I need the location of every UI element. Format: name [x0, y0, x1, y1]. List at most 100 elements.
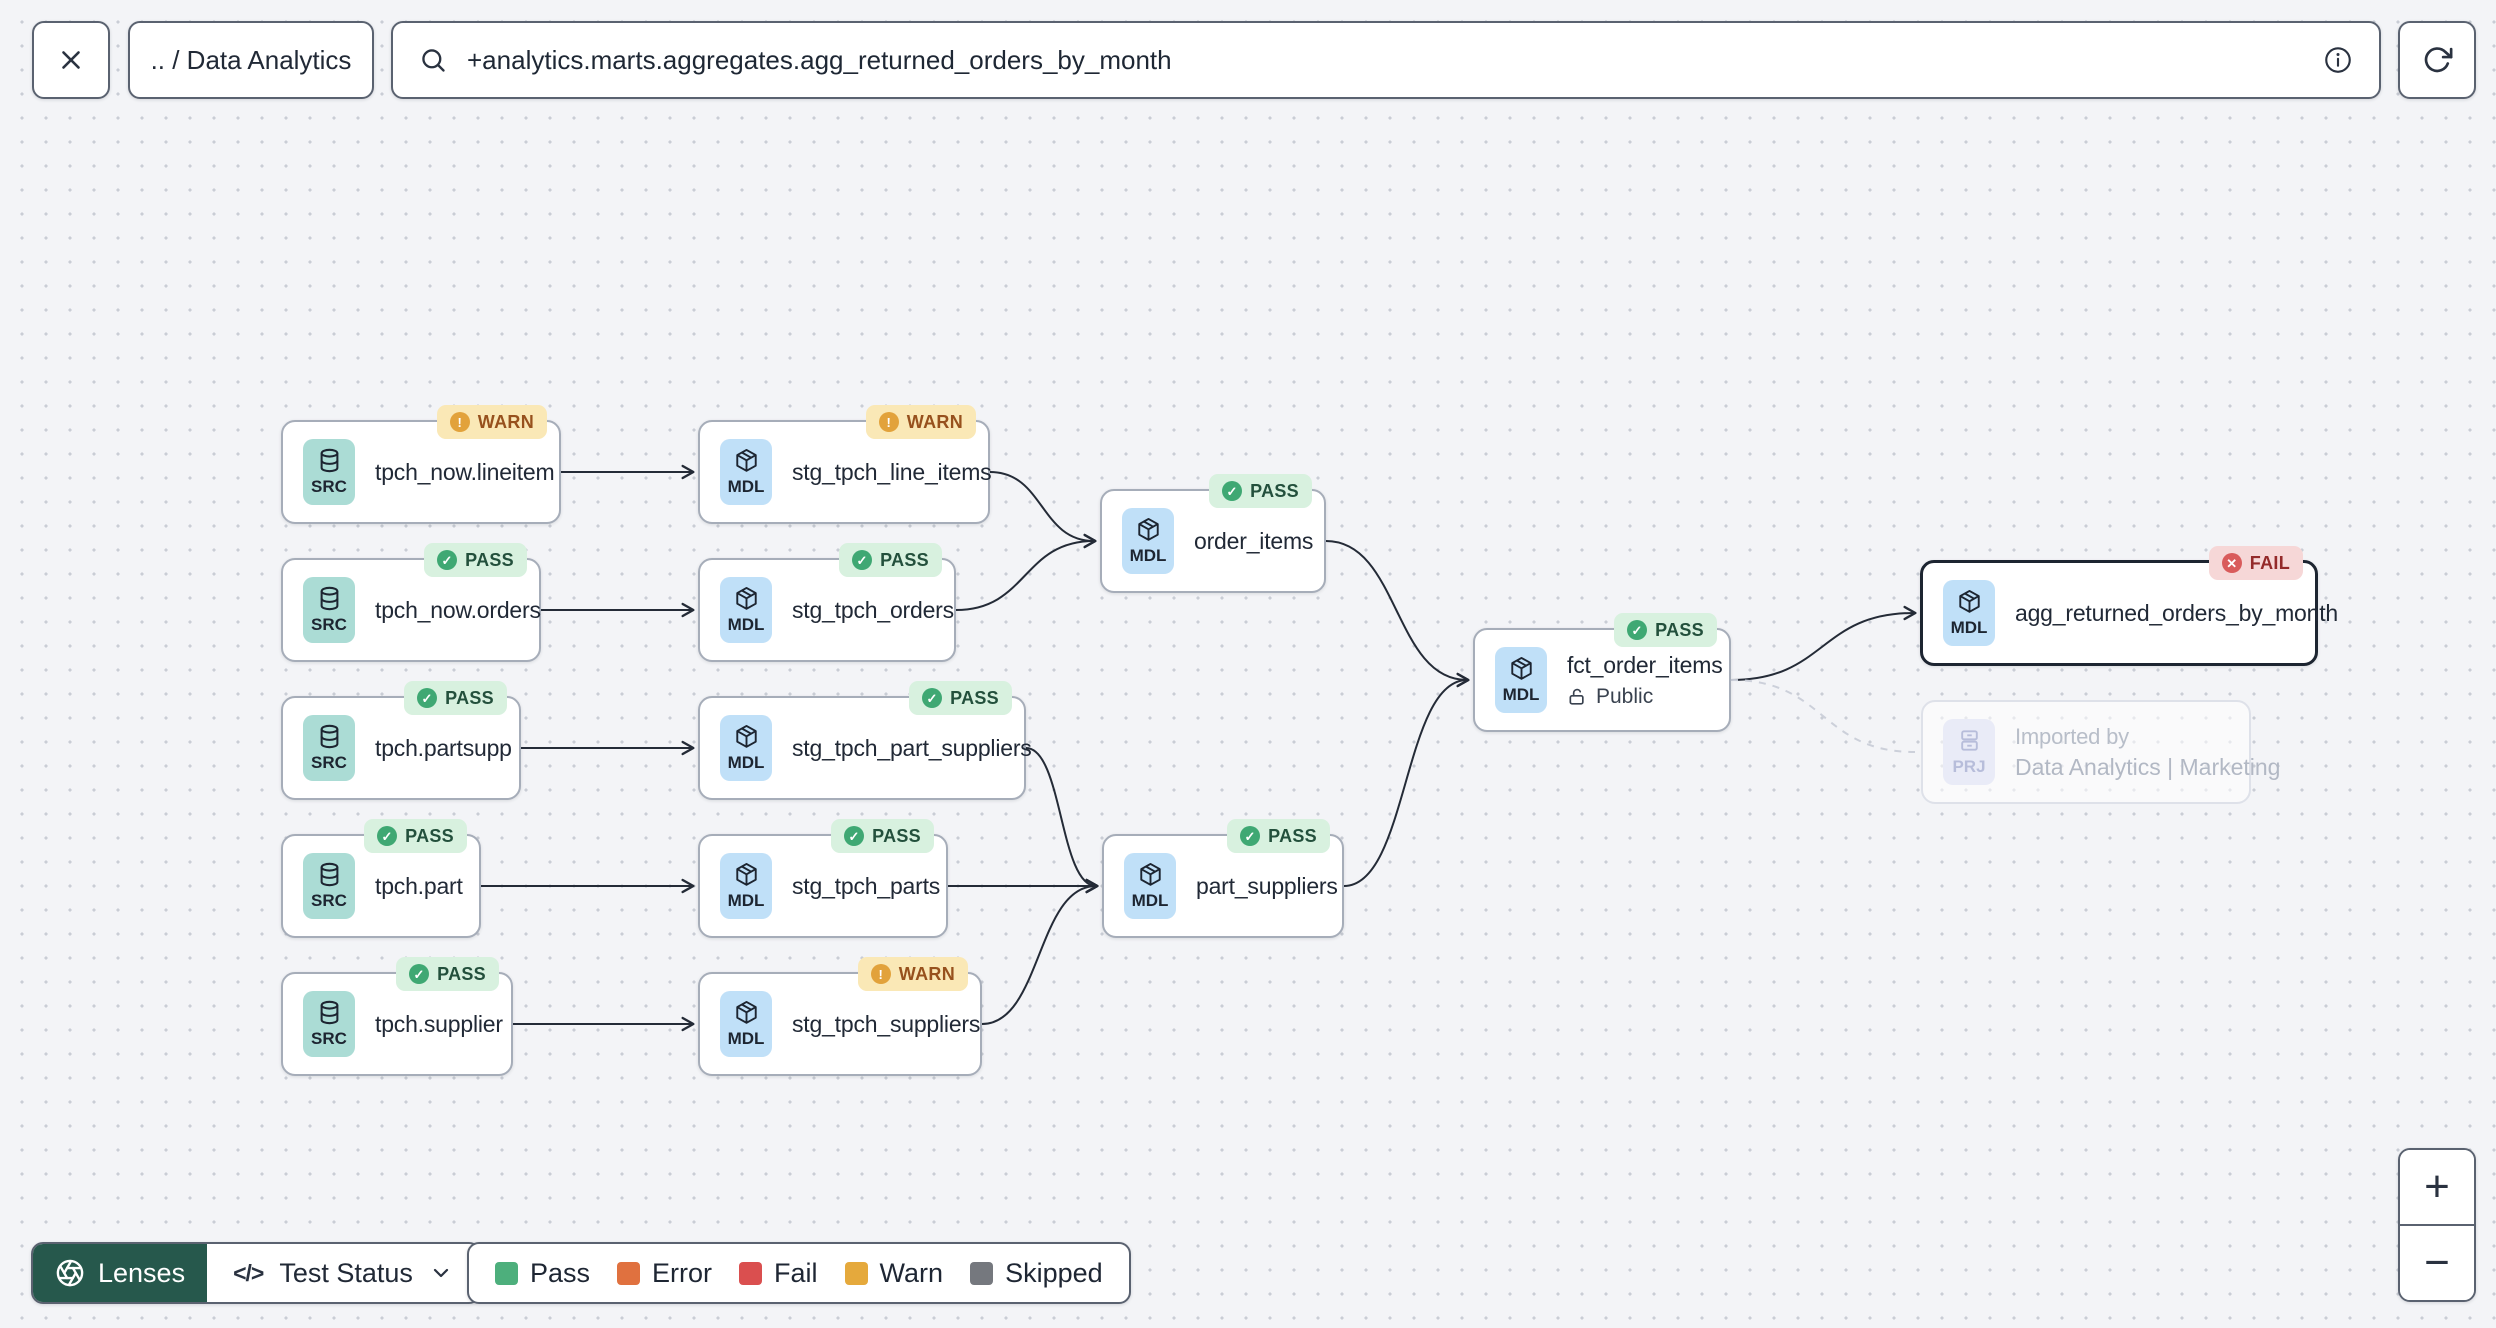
mdl-chip: MDL [1495, 647, 1547, 713]
chip-label: SRC [311, 1029, 347, 1048]
status-badge-warn: !WARN [865, 405, 976, 439]
node-tpch_supplier[interactable]: ✓PASS SRC tpch.supplier [281, 957, 513, 1076]
status-dot-icon: ! [878, 412, 899, 432]
node-title: fct_order_items [1567, 651, 1723, 678]
node-texts: stg_tpch_orders [792, 597, 976, 624]
node-title: agg_returned_orders_by_month [2015, 599, 2339, 626]
node-title: stg_tpch_parts [792, 872, 941, 899]
model-cube-icon [735, 1000, 757, 1024]
status-badge-pass: ✓PASS [424, 543, 527, 577]
lens-select[interactable]: </> Test Status [207, 1244, 479, 1302]
chip-label: MDL [727, 615, 765, 634]
edge-fct_order_items-to-agg_returned_orders_by_month [1730, 605, 1917, 681]
chip-label: SRC [311, 753, 347, 772]
breadcrumb-label: .. / Data Analytics [150, 44, 352, 75]
database-icon [320, 724, 338, 749]
node-texts: agg_returned_orders_by_month [2015, 600, 2360, 627]
status-badge-pass: ✓PASS [396, 957, 499, 991]
edge-part_suppliers-to-fct_order_items [1343, 672, 1470, 887]
node-texts: tpch_now.lineitem [375, 459, 576, 486]
mdl-chip: MDL [1122, 508, 1174, 574]
node-title: tpch_now.orders [375, 596, 541, 623]
edge-stg_tpch_part_suppliers-to-part_suppliers [1025, 747, 1099, 894]
aperture-icon [56, 1259, 84, 1287]
database-icon [320, 1000, 338, 1025]
status-badge-fail: ✕FAIL [2208, 546, 2303, 580]
node-texts: stg_tpch_suppliers [792, 1011, 1002, 1038]
refresh-button[interactable] [2398, 21, 2476, 99]
search-input[interactable] [467, 44, 2303, 76]
node-title: tpch.supplier [375, 1010, 503, 1037]
mdl-chip: MDL [720, 439, 772, 505]
search-bar[interactable] [391, 21, 2381, 99]
lens-selected-label: Test Status [279, 1257, 413, 1288]
src-chip: SRC [303, 439, 355, 505]
status-dot-icon: ✓ [409, 964, 430, 984]
mdl-chip: MDL [1124, 853, 1176, 919]
node-texts: stg_tpch_parts [792, 873, 962, 900]
model-cube-icon [1139, 862, 1161, 886]
node-title: stg_tpch_suppliers [792, 1010, 981, 1037]
unlock-icon [1569, 688, 1584, 705]
mdl-chip: MDL [720, 577, 772, 643]
breadcrumb[interactable]: .. / Data Analytics [128, 21, 374, 99]
mdl-chip: MDL [1943, 580, 1995, 646]
zoom-in-button[interactable]: + [2400, 1150, 2474, 1224]
status-badge-warn: !WARN [857, 957, 968, 991]
status-dot-icon: ✓ [437, 550, 458, 570]
chip-label: MDL [1129, 546, 1167, 565]
status-dot-icon: ✓ [1222, 481, 1243, 501]
chip-label: PRJ [1952, 757, 1986, 776]
status-badge-pass: ✓PASS [831, 819, 934, 853]
project-icon [1960, 730, 1978, 751]
node-agg_returned_orders_by_month[interactable]: ✕FAIL MDL agg_returned_orders_by_month [1920, 546, 2338, 666]
node-stg_tpch_suppliers[interactable]: !WARN MDL stg_tpch_suppliers [698, 957, 982, 1076]
edge-stg_tpch_orders-to-order_items [955, 533, 1097, 611]
legend-label: Warn [879, 1257, 944, 1288]
status-badge-pass: ✓PASS [909, 681, 1012, 715]
mdl-chip: MDL [720, 991, 772, 1057]
legend-item-pass: Pass [495, 1258, 590, 1289]
close-icon [62, 51, 80, 69]
node-title: tpch_now.lineitem [375, 458, 555, 485]
info-icon[interactable] [2323, 45, 2353, 75]
close-button[interactable] [32, 21, 110, 99]
database-icon [320, 862, 338, 887]
node-tpch_now_orders[interactable]: ✓PASS SRC tpch_now.orders [281, 543, 541, 662]
lenses-button[interactable]: Lenses [33, 1244, 208, 1302]
status-dot-icon: ✓ [844, 826, 865, 846]
code-icon: </> [233, 1259, 264, 1286]
chip-label: SRC [311, 615, 347, 634]
prj-chip: PRJ [1943, 719, 1995, 785]
legend-swatch-pass [495, 1261, 518, 1285]
status-badge-pass: ✓PASS [404, 681, 507, 715]
node-texts: tpch.part [375, 873, 485, 900]
status-dot-icon: ! [870, 964, 891, 984]
model-cube-icon [1137, 517, 1159, 541]
model-cube-icon [735, 586, 757, 610]
status-badge-pass: ✓PASS [1614, 613, 1717, 647]
mdl-chip: MDL [720, 853, 772, 919]
chip-label: SRC [311, 477, 347, 496]
legend-label: Skipped [1005, 1257, 1103, 1288]
zoom-out-button[interactable]: − [2400, 1224, 2474, 1300]
node-texts: stg_tpch_line_items [792, 459, 1013, 486]
node-stg_tpch_parts[interactable]: ✓PASS MDL stg_tpch_parts [698, 819, 948, 938]
chip-label: MDL [727, 891, 765, 910]
edge-order_items-to-fct_order_items [1325, 540, 1470, 688]
refresh-icon [2424, 47, 2453, 73]
node-stg_tpch_line_items[interactable]: !WARN MDL stg_tpch_line_items [698, 405, 992, 524]
node-title: stg_tpch_line_items [792, 458, 992, 485]
legend-item-error: Error [617, 1258, 712, 1289]
